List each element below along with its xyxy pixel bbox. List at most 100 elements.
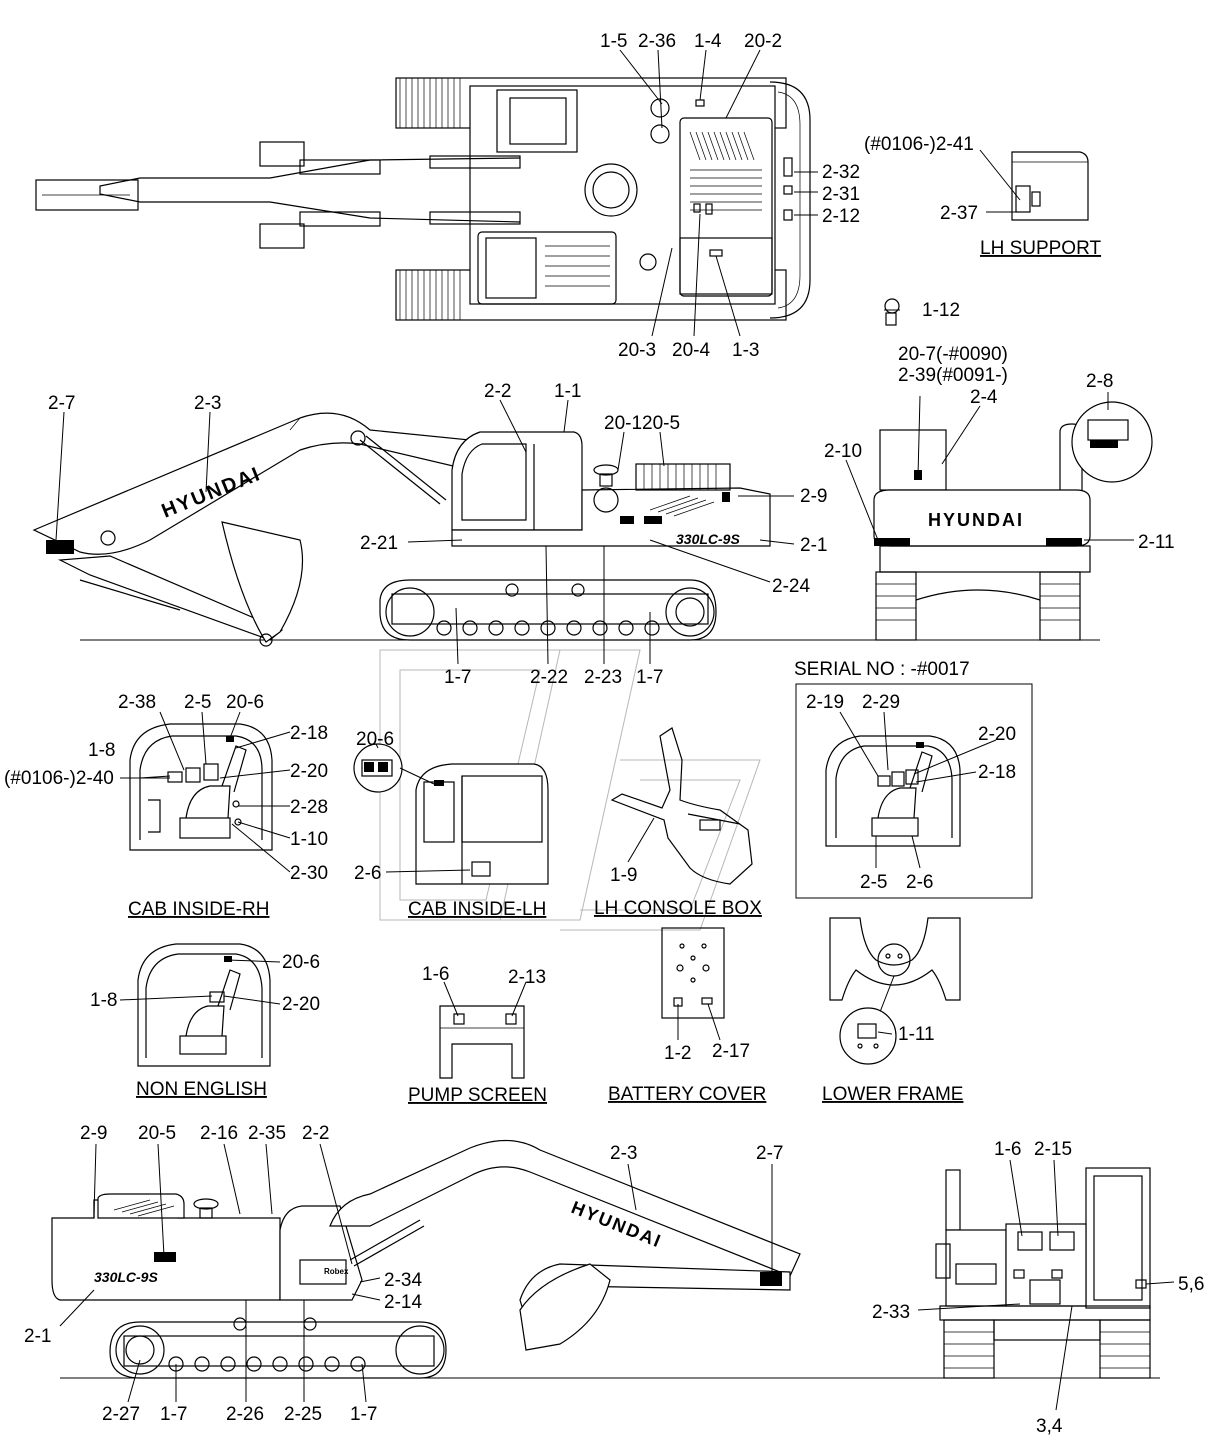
label-bot-1-7b: 1-7 <box>350 1404 377 1425</box>
label-side-2-24: 2-24 <box>772 576 810 597</box>
label-ser-2-6: 2-6 <box>906 872 933 893</box>
label-rear-2-11: 2-11 <box>1138 532 1175 553</box>
rear-view-drawing: HYUNDAI <box>873 401 1153 641</box>
caption-non-english: NON ENGLISH <box>136 1079 267 1100</box>
label-con-1-9: 1-9 <box>610 865 637 886</box>
label-2-36: 2-36 <box>638 31 676 52</box>
label-ser-2-18: 2-18 <box>978 762 1016 783</box>
lh-console-box-drawing <box>610 727 753 885</box>
label-bot-2-1: 2-1 <box>24 1326 51 1347</box>
caption-lower-frame: LOWER FRAME <box>822 1084 963 1105</box>
label-2-31: 2-31 <box>822 184 860 205</box>
label-2-37: 2-37 <box>940 203 978 224</box>
label-rear-2-8: 2-8 <box>1086 371 1113 392</box>
label-1-3: 1-3 <box>732 340 759 361</box>
label-bot-2-2: 2-2 <box>302 1123 329 1144</box>
label-bot-2-25: 2-25 <box>284 1404 322 1425</box>
label-2-41: (#0106-)2-41 <box>864 134 974 155</box>
label-lh-2-6: 2-6 <box>354 863 381 884</box>
side-model-text: 330LC-9S <box>676 531 740 547</box>
non-english-drawing <box>137 943 271 1067</box>
label-rh-2-20: 2-20 <box>290 761 328 782</box>
label-side-2-21: 2-21 <box>360 533 398 554</box>
label-rh-2-28: 2-28 <box>290 797 328 818</box>
label-2-12: 2-12 <box>822 206 860 227</box>
cab-badge-text: Robex <box>324 1267 349 1276</box>
caption-pump-screen: PUMP SCREEN <box>408 1085 547 1106</box>
label-side-2-22: 2-22 <box>530 667 568 688</box>
label-bot-2-3: 2-3 <box>610 1143 637 1164</box>
label-1-5: 1-5 <box>600 31 627 52</box>
cab-inside-lh-drawing <box>353 743 549 885</box>
label-lf-1-11: 1-11 <box>898 1024 935 1045</box>
label-side-2-23: 2-23 <box>584 667 622 688</box>
label-bot-20-5: 20-5 <box>138 1123 176 1144</box>
label-ne-1-8: 1-8 <box>90 990 117 1011</box>
label-2-32: 2-32 <box>822 162 860 183</box>
callout-labels: 1-5 2-36 1-4 20-2 (#0106-)2-41 2-32 2-31… <box>4 31 1204 1437</box>
label-rh-1-10: 1-10 <box>290 829 328 850</box>
battery-cover-drawing <box>661 927 725 1019</box>
label-20-2: 20-2 <box>744 31 782 52</box>
label-side-2-7: 2-7 <box>48 393 75 414</box>
label-20-3: 20-3 <box>618 340 656 361</box>
label-rear-2-39: 2-39(#0091-) <box>898 365 1008 386</box>
label-ne-20-6: 20-6 <box>282 952 320 973</box>
label-lh-20-6: 20-6 <box>356 729 394 750</box>
label-side-2-3: 2-3 <box>194 393 221 414</box>
cab-inside-rh-drawing <box>129 723 273 851</box>
caption-battery-cover: BATTERY COVER <box>608 1084 766 1105</box>
label-side-2-1: 2-1 <box>800 535 827 556</box>
label-rear-2-4: 2-4 <box>970 387 998 408</box>
bottom-model-text: 330LC-9S <box>94 1269 158 1285</box>
label-ps-1-6: 1-6 <box>422 964 449 985</box>
top-view-drawing <box>35 77 811 321</box>
label-ne-2-20: 2-20 <box>282 994 320 1015</box>
caption-lh-support: LH SUPPORT <box>980 238 1101 259</box>
label-fr-1-6: 1-6 <box>994 1139 1021 1160</box>
label-rear-20-7: 20-7(-#0090) <box>898 344 1008 365</box>
label-1-4: 1-4 <box>694 31 722 52</box>
label-side-20-1: 20-1 <box>604 413 642 434</box>
label-bot-2-27: 2-27 <box>102 1404 140 1425</box>
label-fr-3-4: 3,4 <box>1036 1416 1063 1437</box>
label-bot-2-9: 2-9 <box>80 1123 107 1144</box>
label-ps-2-13: 2-13 <box>508 967 546 988</box>
label-rh-2-38: 2-38 <box>118 692 156 713</box>
label-side-1-7b: 1-7 <box>636 667 663 688</box>
lower-frame-drawing <box>829 917 961 1065</box>
label-20-4: 20-4 <box>672 340 710 361</box>
label-rh-1-8: 1-8 <box>88 740 115 761</box>
label-ser-2-19: 2-19 <box>806 692 844 713</box>
label-bot-1-7a: 1-7 <box>160 1404 187 1425</box>
label-bc-1-2: 1-2 <box>664 1043 691 1064</box>
caption-cab-inside-rh: CAB INSIDE-RH <box>128 899 269 920</box>
label-rh-2-30: 2-30 <box>290 863 328 884</box>
caption-serial-no: SERIAL NO : -#0017 <box>794 659 970 680</box>
label-bot-2-35: 2-35 <box>248 1123 286 1144</box>
label-ser-2-20: 2-20 <box>978 724 1016 745</box>
label-1-12: 1-12 <box>922 300 960 321</box>
label-rear-2-10: 2-10 <box>824 441 862 462</box>
label-bot-2-34: 2-34 <box>384 1270 422 1291</box>
label-rh-20-6: 20-6 <box>226 692 264 713</box>
lh-support-drawing <box>1011 151 1089 221</box>
label-ser-2-5: 2-5 <box>860 872 887 893</box>
label-bc-2-17: 2-17 <box>712 1041 750 1062</box>
caption-cab-inside-lh: CAB INSIDE-LH <box>408 899 546 920</box>
label-bot-2-16: 2-16 <box>200 1123 238 1144</box>
label-fr-2-15: 2-15 <box>1034 1139 1072 1160</box>
label-side-20-5: 20-5 <box>642 413 680 434</box>
label-side-2-9: 2-9 <box>800 486 827 507</box>
leader-lines <box>55 49 1175 1411</box>
label-ser-2-29: 2-29 <box>862 692 900 713</box>
label-rh-2-5: 2-5 <box>184 692 211 713</box>
pump-screen-drawing <box>439 1005 525 1079</box>
label-side-1-7a: 1-7 <box>444 667 471 688</box>
side-view-drawing: HYUNDAI <box>32 412 1100 647</box>
label-fr-5-6: 5,6 <box>1178 1274 1204 1295</box>
label-bot-2-14: 2-14 <box>384 1292 422 1313</box>
label-rh-2-18: 2-18 <box>290 723 328 744</box>
item-1-12-symbol <box>884 298 900 326</box>
